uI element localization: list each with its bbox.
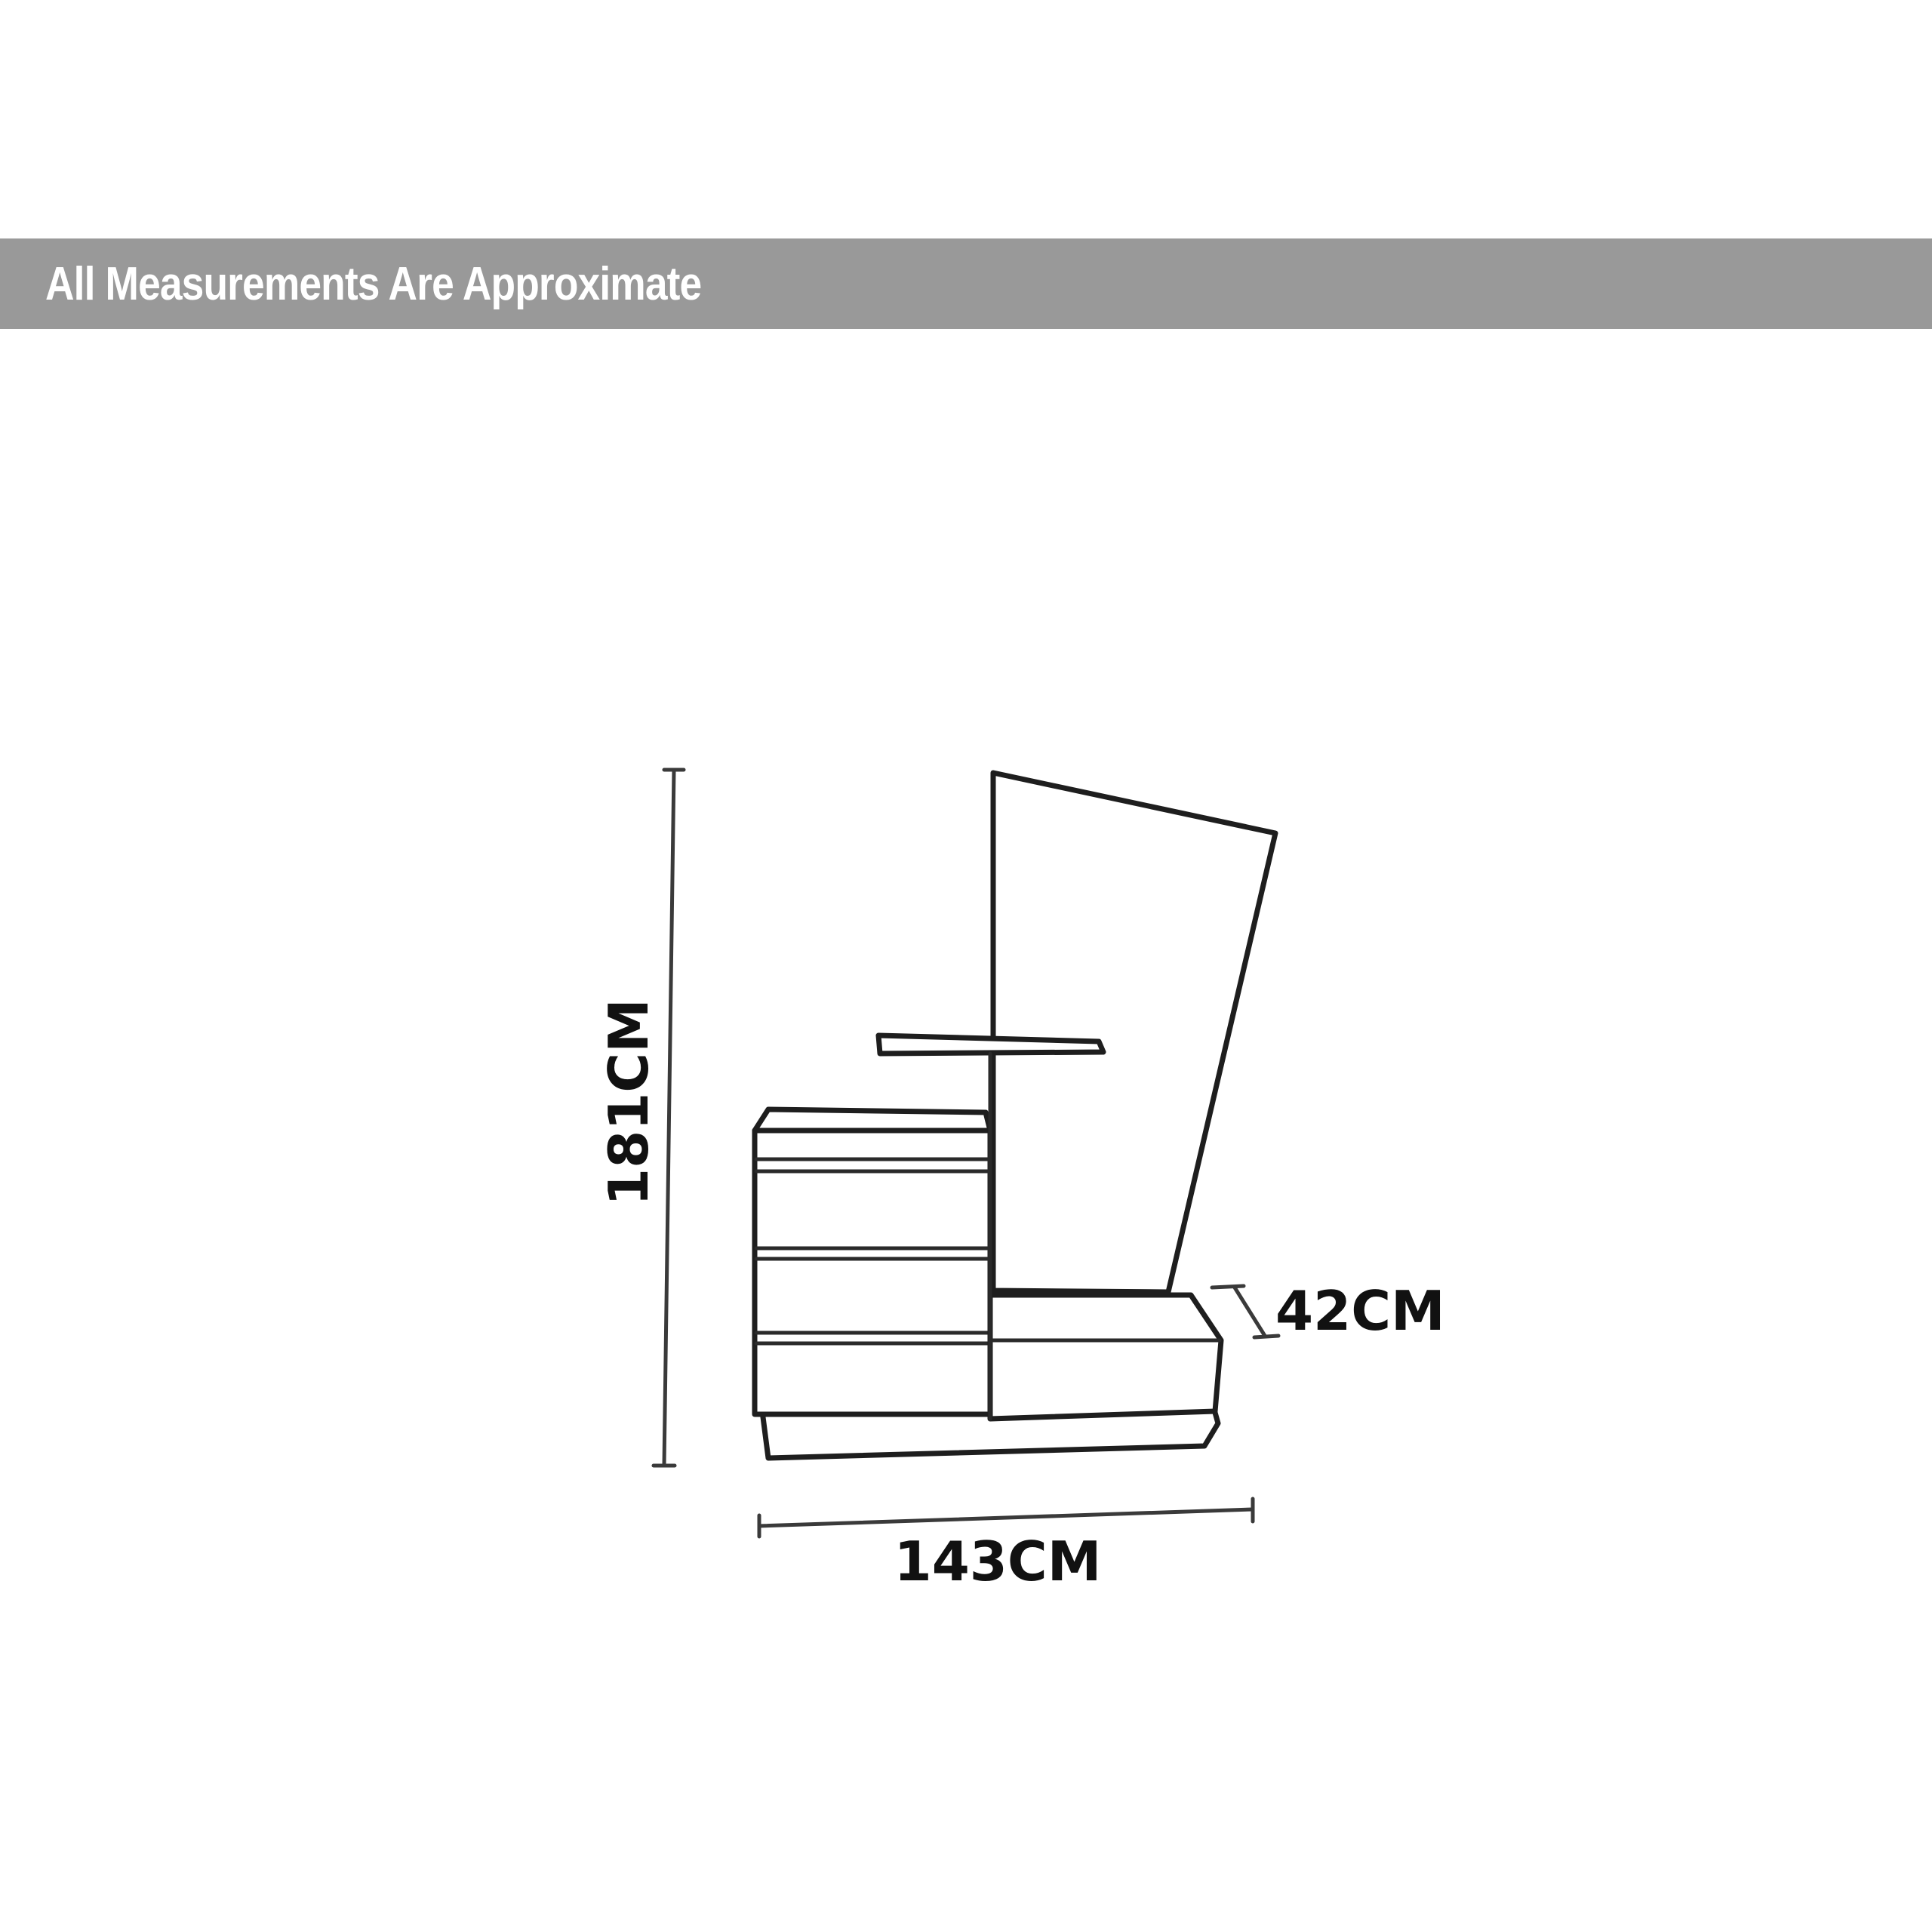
seat-height-label: 42CM xyxy=(1275,1279,1445,1343)
shelf-unit-top xyxy=(752,1106,993,1134)
width-label: 143CM xyxy=(894,1530,1102,1593)
disclaimer-banner: All Measurements Are Approximate xyxy=(0,238,1932,329)
height-dimension: 181CM xyxy=(597,768,686,1468)
width-dimension-line xyxy=(757,1507,1255,1528)
seat-height-dimension-cap-bottom xyxy=(1252,1334,1281,1340)
seat-height-dimension-line xyxy=(1232,1285,1267,1338)
width-dimension: 143CM xyxy=(757,1497,1255,1593)
seat-height-dimension-cap-top xyxy=(1210,1284,1246,1290)
armrest xyxy=(875,1032,1106,1057)
height-dimension-line xyxy=(662,768,676,1468)
seat-cushion xyxy=(987,1292,1224,1422)
seat-height-dimension: 42CM xyxy=(1210,1279,1445,1343)
height-label: 181CM xyxy=(597,998,660,1206)
disclaimer-text: All Measurements Are Approximate xyxy=(45,257,702,310)
chair-backrest xyxy=(990,770,1278,1295)
